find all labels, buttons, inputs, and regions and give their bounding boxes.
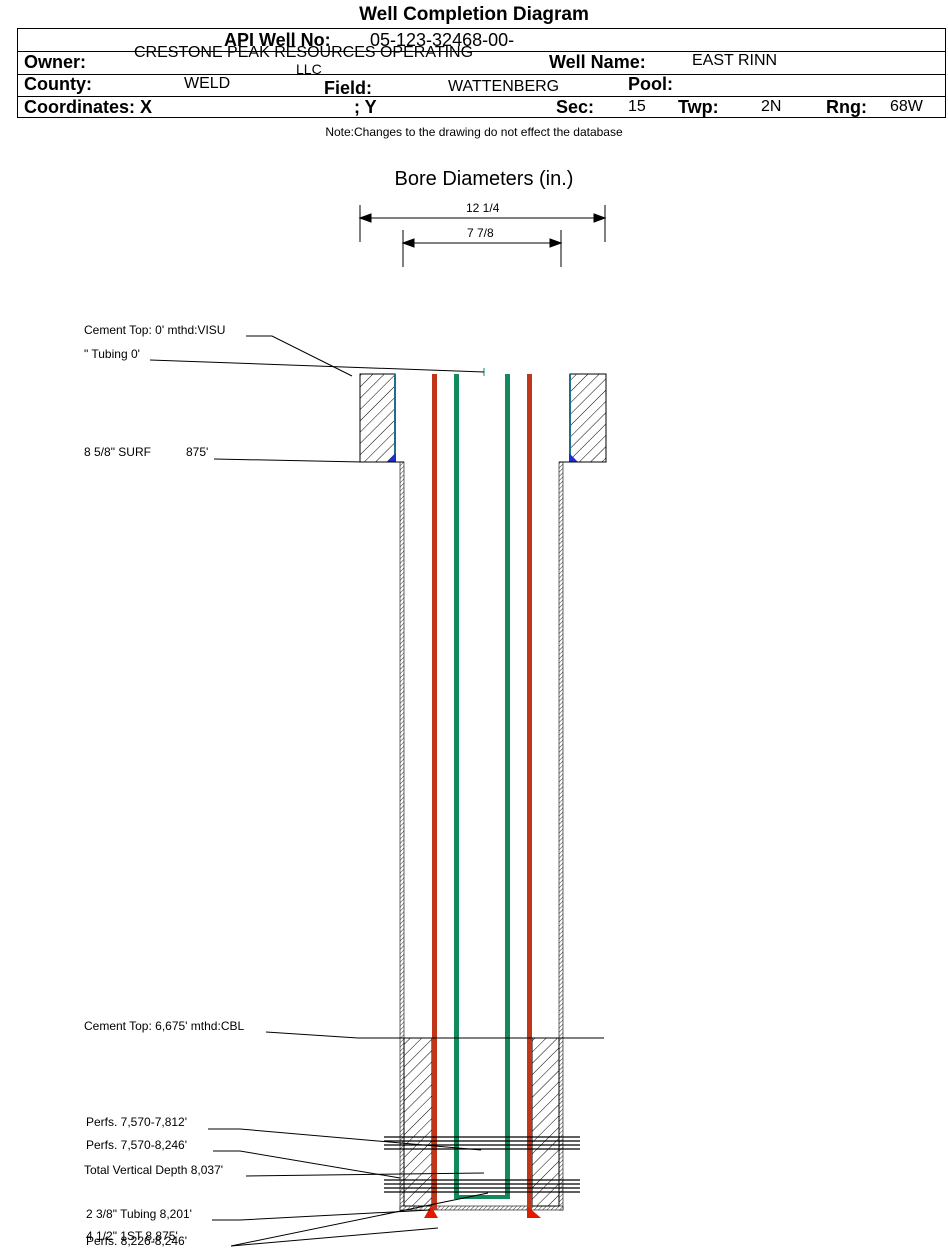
sec-value: 15 xyxy=(628,98,646,115)
bore-inner-label: 7 7/8 xyxy=(467,226,494,240)
bore-outer-dimension xyxy=(358,205,607,242)
perforations-upper xyxy=(384,1136,580,1150)
bore-inner-dimension xyxy=(401,230,563,267)
tvd-label: Total Vertical Depth 8,037' xyxy=(84,1163,224,1177)
tubing-right xyxy=(505,374,510,1199)
perfs-2-label: Perfs. 7,570-8,246' xyxy=(86,1138,188,1152)
leader-lines xyxy=(149,335,604,1247)
sec-label: Sec: xyxy=(556,97,595,117)
cement-top-surface-label: Cement Top: 0' mthd:VISU xyxy=(84,323,226,337)
production-shoe-left xyxy=(424,1206,438,1218)
county-value: WELD xyxy=(184,75,231,92)
page-title: Well Completion Diagram xyxy=(359,4,589,25)
surface-cement-right xyxy=(569,373,607,463)
bore-outer-label: 12 1/4 xyxy=(466,201,500,215)
header-divider xyxy=(17,51,946,52)
pool-label: Pool: xyxy=(628,74,673,94)
perfs-3-label: Perfs. 8,226-8,246' xyxy=(86,1234,188,1248)
header-divider xyxy=(17,96,946,97)
surface-shoe-left xyxy=(387,453,396,462)
rng-label: Rng: xyxy=(826,97,867,117)
tubing-bottom-label: 2 3/8" Tubing 8,201' xyxy=(86,1207,192,1221)
perfs-1-label: Perfs. 7,570-7,812' xyxy=(86,1115,188,1129)
tubing-top-label: " Tubing 0' xyxy=(84,347,140,361)
borehole-wall-left xyxy=(399,461,405,1211)
surface-casing-depth: 875' xyxy=(186,445,209,459)
tubing-left xyxy=(454,374,459,1199)
perforations-lower xyxy=(384,1179,580,1193)
field-value: WATTENBERG xyxy=(448,78,560,95)
production-cement-right xyxy=(531,1037,560,1207)
surface-cement-left xyxy=(359,373,396,463)
borehole-wall-right xyxy=(558,461,564,1211)
production-casing-left xyxy=(432,374,437,1210)
well-name-value: EAST RINN xyxy=(692,52,778,69)
field-label: Field: xyxy=(324,78,372,98)
owner-value: CRESTONE PEAK RESOURCES OPERATING xyxy=(134,44,474,61)
bore-diameters-title: Bore Diameters (in.) xyxy=(394,168,574,190)
tubing-bottom xyxy=(454,1195,510,1199)
rng-value: 68W xyxy=(890,98,923,115)
production-shoe-right xyxy=(527,1206,541,1218)
county-label: County: xyxy=(24,74,92,94)
twp-value: 2N xyxy=(761,98,782,115)
api-value: 05-123-32468-00- xyxy=(370,30,515,50)
well-name-label: Well Name: xyxy=(549,52,646,72)
owner-value-cont: LLC xyxy=(296,61,322,77)
coord-x-label: Coordinates: X xyxy=(24,97,153,117)
cement-top-production-label: Cement Top: 6,675' mthd:CBL xyxy=(84,1019,245,1033)
production-casing-right xyxy=(527,374,532,1210)
header-box xyxy=(17,28,946,118)
header-divider xyxy=(17,74,946,75)
production-casing-label: 4 1/2" 1ST 8,875' xyxy=(86,1229,178,1243)
note-text: Note:Changes to the drawing do not effec… xyxy=(325,125,623,139)
production-cement-left xyxy=(403,1037,433,1207)
surface-shoe-right xyxy=(569,453,578,462)
owner-label: Owner: xyxy=(24,52,87,72)
surface-casing-label: 8 5/8" SURF xyxy=(84,445,151,459)
api-label: API Well No: xyxy=(224,30,331,50)
twp-label: Twp: xyxy=(678,97,719,117)
coord-y-label: ; Y xyxy=(354,97,377,117)
